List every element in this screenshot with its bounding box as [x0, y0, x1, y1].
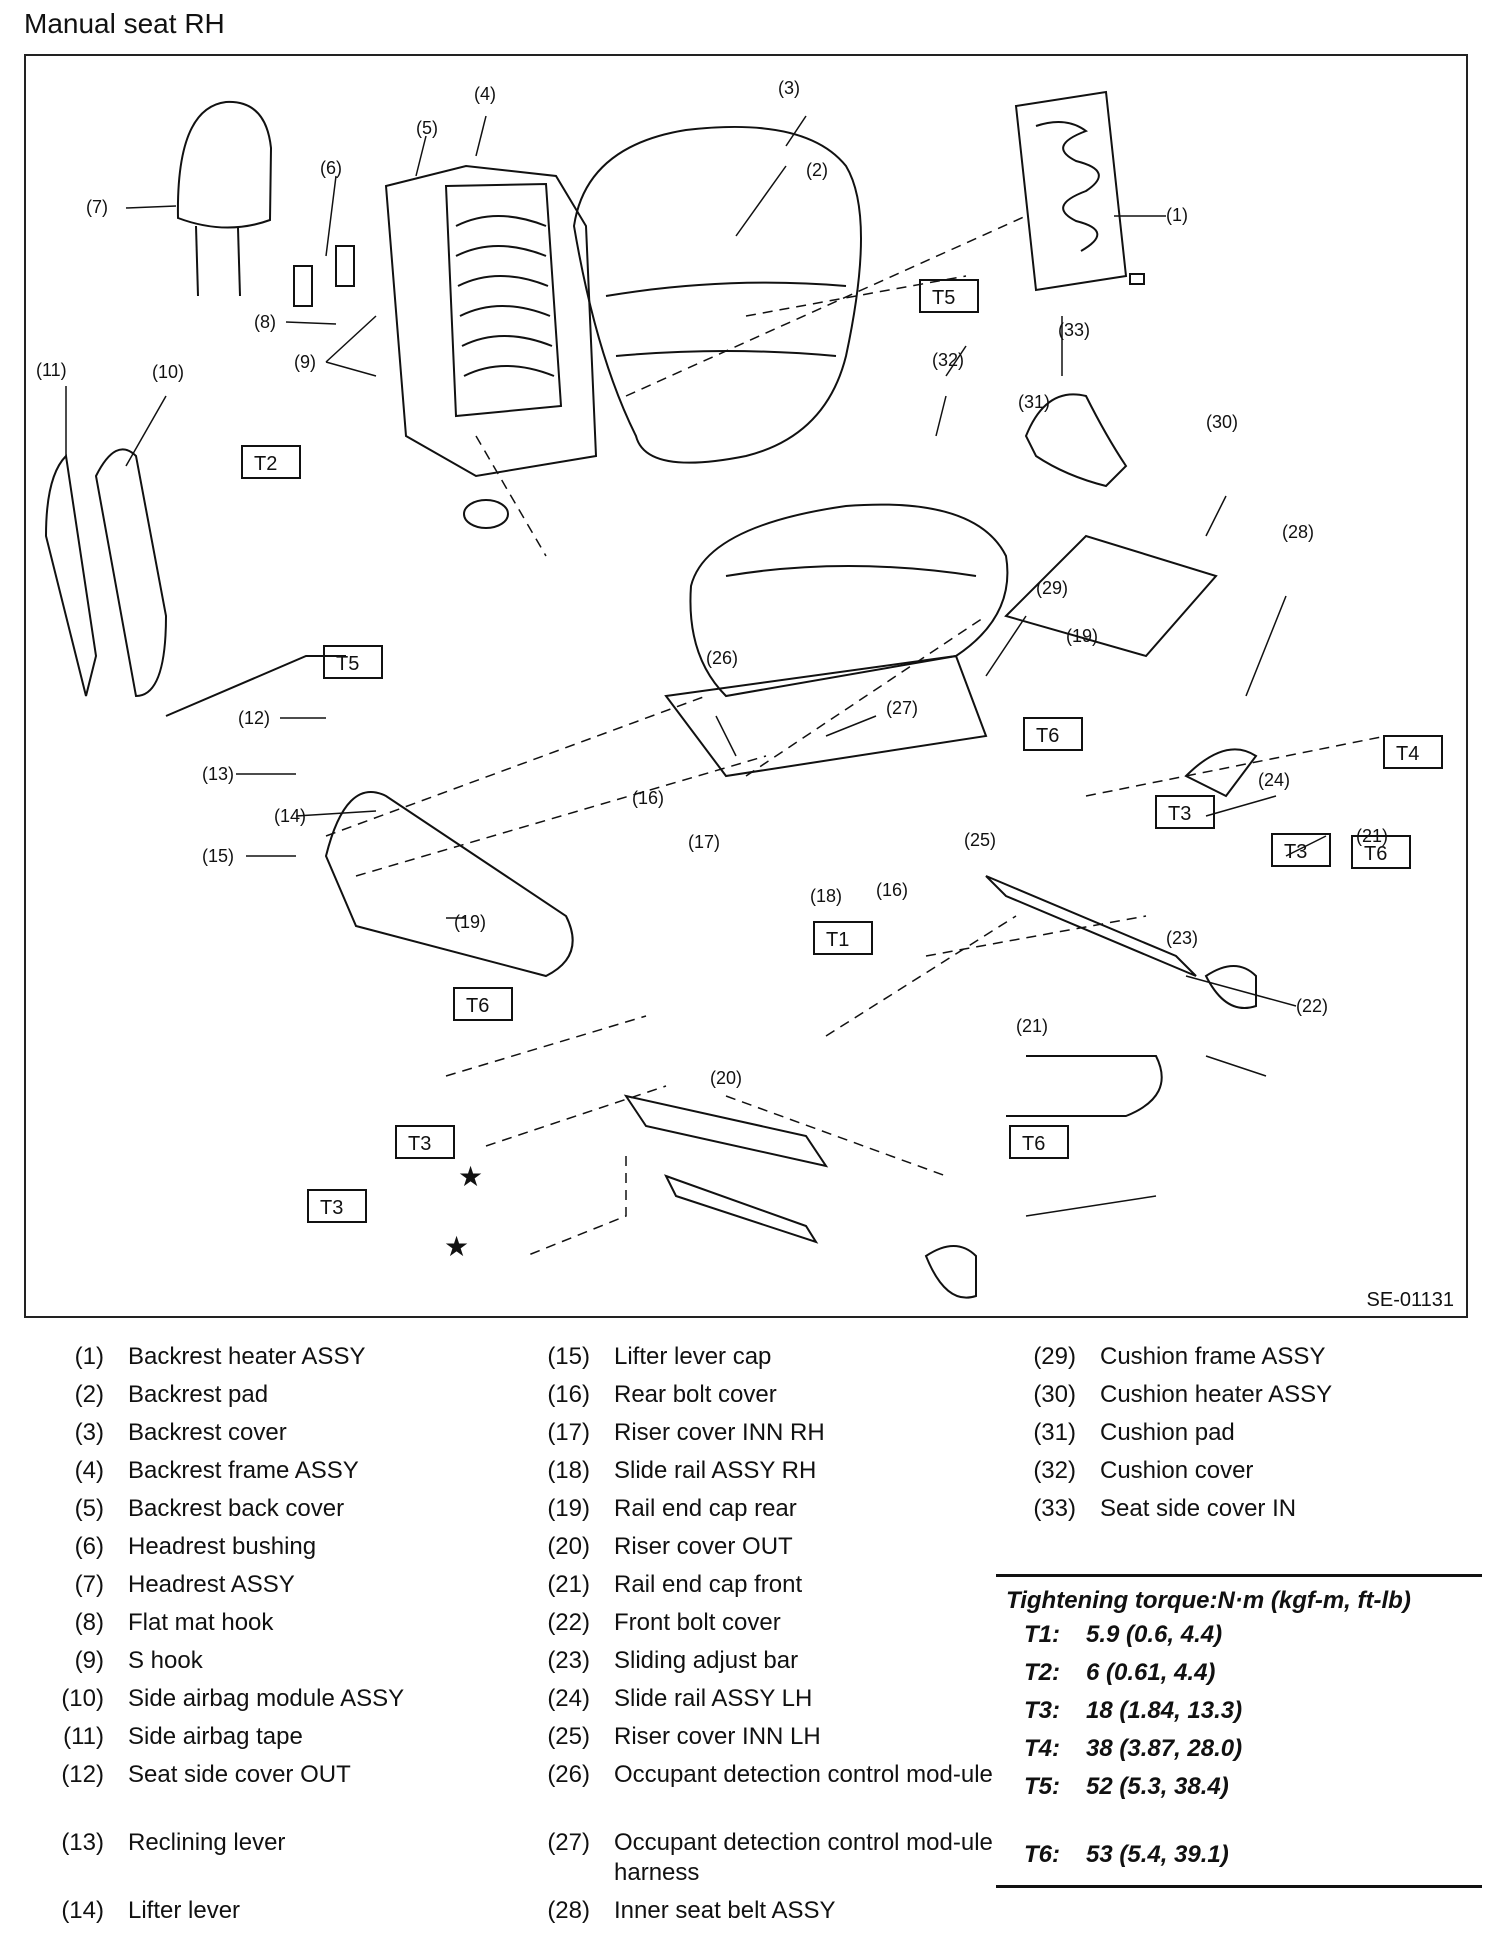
callout-label: (2)	[806, 160, 828, 180]
callout-label: (17)	[688, 832, 720, 852]
callout-label: (21)	[1016, 1016, 1048, 1036]
callout-label: (15)	[202, 846, 234, 866]
seat-side-cover-in-part	[1024, 393, 1128, 488]
callout-label: (13)	[202, 764, 234, 784]
torque-row: T3:18 (1.84, 13.3)	[1024, 1697, 1243, 1724]
star-icon: ★	[458, 1161, 483, 1192]
callout-label: (1)	[1166, 205, 1188, 225]
slide-rail-lh-part	[985, 875, 1197, 977]
callout-label: (19)	[1066, 626, 1098, 646]
seat-exploded-drawing: (1) (2) (3) (4) (5) (6) (7) (8) (9) (10)…	[36, 78, 1443, 1299]
callout-label: (7)	[86, 197, 108, 217]
callout-label: (12)	[238, 708, 270, 728]
torque-tag: T5	[336, 653, 359, 675]
torque-tag: T2	[254, 453, 277, 475]
sliding-adjust-bar-part	[1006, 1055, 1163, 1117]
torque-tag: T3	[320, 1197, 343, 1219]
callout-label: (18)	[810, 886, 842, 906]
callout-labels: (1) (2) (3) (4) (5) (6) (7) (8) (9) (10)…	[36, 78, 1388, 1088]
callout-label: (11)	[36, 360, 67, 380]
callout-label: (9)	[294, 352, 316, 372]
callout-label: (22)	[1296, 996, 1328, 1016]
callout-label: (20)	[710, 1068, 742, 1088]
side-airbag-tape-part	[44, 453, 98, 697]
torque-row: T2:6 (0.61, 4.4)	[1024, 1659, 1216, 1686]
torque-tag: T3	[408, 1133, 431, 1155]
callout-label: (14)	[274, 806, 306, 826]
callout-label: (10)	[152, 362, 184, 382]
callout-label: (24)	[1258, 770, 1290, 790]
page-title: Manual seat RH	[24, 8, 225, 39]
star-icon: ★	[444, 1231, 469, 1262]
torque-tag: T1	[826, 929, 849, 951]
torque-row: T4:38 (3.87, 28.0)	[1024, 1735, 1243, 1762]
callout-label: (23)	[1166, 928, 1198, 948]
callout-label: (16)	[876, 880, 908, 900]
torque-table: Tightening torque:N·m (kgf-m, ft-lb) T1:…	[996, 1574, 1482, 1888]
torque-tag: T3	[1168, 803, 1191, 825]
backrest-frame-part	[384, 164, 598, 529]
callout-label: (25)	[964, 830, 996, 850]
torque-tag: T6	[466, 995, 489, 1017]
callout-label: (32)	[932, 350, 964, 370]
torque-tag: T6	[1036, 725, 1059, 747]
exploded-view-diagram: (1) (2) (3) (4) (5) (6) (7) (8) (9) (10)…	[24, 54, 1468, 1318]
headrest-bushing-part	[293, 265, 313, 307]
cushion-heater-part	[1004, 534, 1218, 658]
torque-tag: T3	[1284, 841, 1307, 863]
slide-rail-rh-part	[623, 1094, 829, 1168]
callout-label: (28)	[1282, 522, 1314, 542]
callout-label: (27)	[886, 698, 918, 718]
callout-label: (5)	[416, 118, 438, 138]
inner-seat-belt-part	[1184, 748, 1258, 798]
cushion-part	[689, 503, 1009, 698]
callout-label: (16)	[632, 788, 664, 808]
callout-label: (4)	[474, 84, 496, 104]
torque-row: T5:52 (5.3, 38.4)	[1024, 1773, 1229, 1800]
figure-code: SE-01131	[1366, 1289, 1454, 1311]
headrest-part	[176, 100, 273, 297]
callout-label: (31)	[1018, 392, 1050, 412]
torque-tag-labels: T5 T2 T5 T6 T4 T3 T3 T6 T1 T6 T3 T3 T6	[254, 287, 1419, 1219]
side-airbag-module-part	[94, 448, 168, 698]
torque-tags	[241, 279, 1443, 1223]
torque-row: T6:53 (5.4, 39.1)	[1024, 1841, 1229, 1868]
callout-label: (29)	[1036, 578, 1068, 598]
callout-label: (6)	[320, 158, 342, 178]
backrest-heater-part	[1014, 90, 1145, 292]
seat-side-cover-out-part	[324, 791, 574, 978]
callout-label: (26)	[706, 648, 738, 668]
torque-tag: T6	[1022, 1133, 1045, 1155]
torque-row: T1:5.9 (0.6, 4.4)	[1024, 1621, 1223, 1648]
callout-label: (33)	[1058, 320, 1090, 340]
callout-label: (30)	[1206, 412, 1238, 432]
cushion-frame-part	[664, 654, 988, 778]
torque-tag: T4	[1396, 743, 1419, 765]
callout-label: (8)	[254, 312, 276, 332]
callout-label: (3)	[778, 78, 800, 98]
torque-heading: Tightening torque:N·m (kgf-m, ft-lb)	[1006, 1587, 1411, 1614]
torque-tag: T5	[932, 287, 955, 309]
torque-tag: T6	[1364, 843, 1387, 865]
callout-label: (19)	[454, 912, 486, 932]
